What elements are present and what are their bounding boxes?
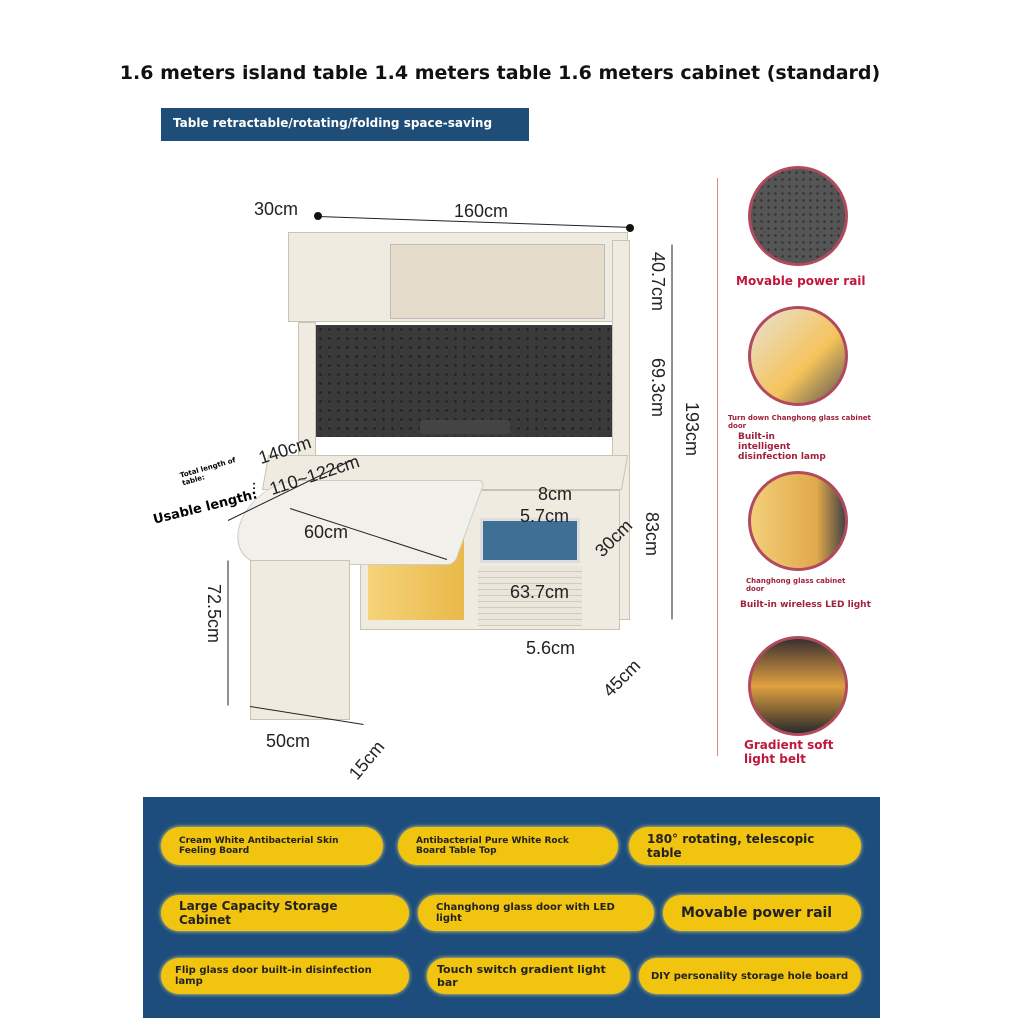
dim-30cm: 30cm bbox=[254, 199, 299, 219]
feature-pill: Cream White Antibacterial Skin Feeling B… bbox=[161, 827, 383, 865]
dim-50cm: 50cm bbox=[266, 731, 311, 751]
dim-line-height bbox=[671, 244, 673, 620]
feature-panel: Cream White Antibacterial Skin Feeling B… bbox=[143, 797, 880, 1018]
feature-pill: Large Capacity Storage Cabinet bbox=[161, 895, 409, 931]
page-title: 1.6 meters island table 1.4 meters table… bbox=[119, 62, 881, 84]
dim-5-7cm: 5.7cm bbox=[520, 506, 570, 526]
blue-drawer bbox=[480, 518, 580, 563]
feature-pill: Changhong glass door with LED light bbox=[418, 895, 654, 931]
dim-83cm: 83cm bbox=[642, 512, 662, 557]
power-rail-image bbox=[748, 166, 848, 266]
led-cabinet-image bbox=[748, 471, 848, 571]
feature-sublabel: Turn down Changhong glass cabinet door bbox=[728, 414, 871, 430]
dim-193cm: 193cm bbox=[682, 402, 702, 457]
feature-pill: Touch switch gradient light bar bbox=[427, 958, 630, 994]
feature-pill: 180° rotating, telescopic table bbox=[629, 827, 861, 865]
dim-63-7cm: 63.7cm bbox=[510, 582, 570, 602]
feature-sublabel: Changhong glass cabinet door bbox=[746, 577, 846, 593]
fluted-drawer bbox=[478, 566, 582, 626]
dim-72-5cm: 72.5cm bbox=[204, 584, 224, 644]
dim-69-3cm: 69.3cm bbox=[648, 358, 668, 418]
dim-40-7cm: 40.7cm bbox=[648, 252, 668, 312]
feature-label: Built-in wireless LED light bbox=[740, 600, 871, 610]
feature-pill: DIY personality storage hole board bbox=[639, 958, 861, 994]
dim-dot bbox=[314, 212, 322, 220]
feature-label: Gradient soft light belt bbox=[744, 738, 834, 766]
desk-illustration bbox=[224, 232, 630, 720]
feature-pill: Flip glass door built-in disinfection la… bbox=[161, 958, 409, 994]
cabinet-door-image bbox=[748, 306, 848, 406]
feature-label: Built-in intelligent disinfection lamp bbox=[738, 432, 826, 462]
pegboard bbox=[316, 325, 614, 437]
feature-pill: Antibacterial Pure White Rock Board Tabl… bbox=[398, 827, 618, 865]
dim-8cm: 8cm bbox=[538, 484, 573, 504]
dim-line-72 bbox=[227, 560, 229, 706]
feature-pill: Movable power rail bbox=[663, 895, 861, 931]
power-rail bbox=[420, 420, 510, 434]
dim-dot bbox=[626, 224, 634, 232]
banner: Table retractable/rotating/folding space… bbox=[161, 108, 529, 141]
divider bbox=[717, 178, 718, 756]
dim-60cm: 60cm bbox=[304, 522, 349, 542]
feature-label: Movable power rail bbox=[736, 274, 866, 288]
dim-5-6cm: 5.6cm bbox=[526, 638, 576, 658]
colon: : bbox=[252, 478, 256, 492]
island-table-top bbox=[224, 480, 486, 565]
light-belt-image bbox=[748, 636, 848, 736]
glass-cabinet bbox=[390, 244, 605, 319]
island-leg-shelf bbox=[250, 560, 350, 720]
dim-160cm: 160cm bbox=[454, 201, 509, 221]
